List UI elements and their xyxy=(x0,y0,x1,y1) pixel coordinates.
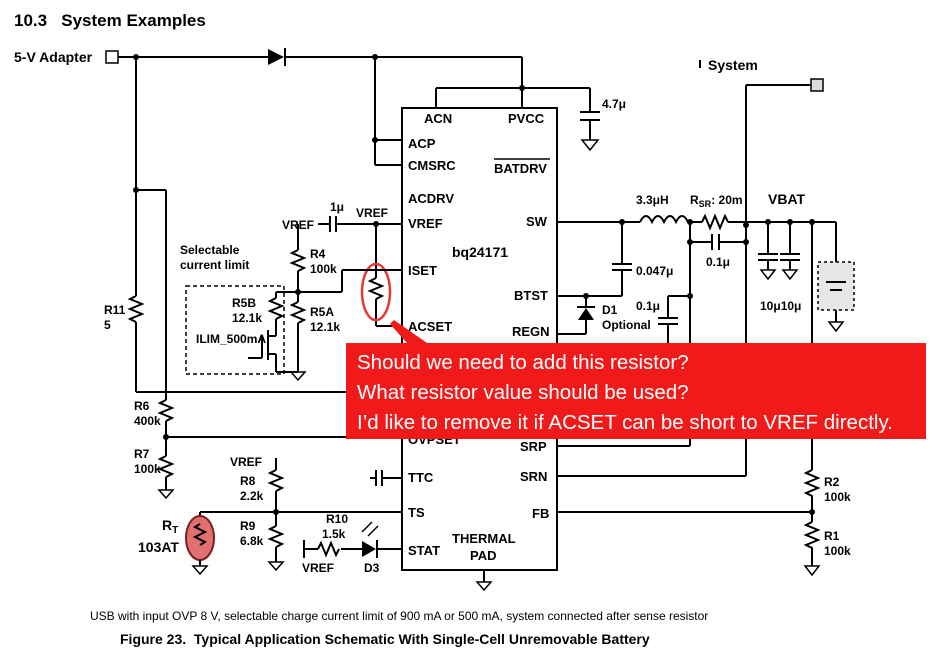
r9-label: R9 xyxy=(240,519,256,533)
r5b-value: 12.1k xyxy=(232,311,262,325)
d3-led xyxy=(362,541,376,557)
pin-btst: BTST xyxy=(514,288,548,303)
figure-title: Figure 23. Typical Application Schematic… xyxy=(120,631,650,647)
adapter-terminal xyxy=(105,50,119,64)
r10-value: 1.5k xyxy=(322,527,346,541)
caption: USB with input OVP 8 V, selectable charg… xyxy=(90,609,708,623)
pin-vref: VREF xyxy=(408,216,443,231)
vref-label-net: VREF xyxy=(356,206,388,220)
rsr-label: RSR: 20m xyxy=(690,193,743,209)
r5b-label: R5B xyxy=(232,296,256,310)
section-title: 10.3 System Examples xyxy=(14,11,206,30)
r5a-label: R5A xyxy=(310,305,334,319)
pin-regn: REGN xyxy=(512,324,550,339)
current-limit-label: current limit xyxy=(180,258,249,272)
r2-value: 100k xyxy=(824,490,851,504)
r2-resistor xyxy=(803,469,821,500)
d1-diode xyxy=(578,308,594,320)
pin-iset: ISET xyxy=(408,263,437,278)
r8-value: 2.2k xyxy=(240,489,264,503)
d1-label: D1 xyxy=(602,303,618,317)
r6-value: 400k xyxy=(134,414,161,428)
d1-note: Optional xyxy=(602,318,651,332)
inductor xyxy=(639,215,689,225)
thermistor xyxy=(185,515,215,561)
r11-value: 5 xyxy=(104,318,111,332)
thermal-pad-label-2: PAD xyxy=(470,548,496,563)
r5a-value: 12.1k xyxy=(310,320,340,334)
pin-acn: ACN xyxy=(424,111,452,126)
ic-body xyxy=(401,107,558,571)
r10-label: R10 xyxy=(326,512,348,526)
pin-fb: FB xyxy=(532,506,549,521)
r8-resistor xyxy=(267,469,285,492)
pin-acdrv: ACDRV xyxy=(408,191,454,206)
pin-cmsrc: CMSRC xyxy=(408,158,456,173)
thermal-pad-label-1: THERMAL xyxy=(452,531,516,546)
system-terminal xyxy=(810,78,824,92)
ilim-switch-box xyxy=(185,285,285,375)
vbat-label: VBAT xyxy=(768,191,806,207)
c-srp-value: 0.1μ xyxy=(706,255,730,269)
r4-value: 100k xyxy=(310,262,337,276)
pin-acp: ACP xyxy=(408,136,436,151)
r9-resistor xyxy=(267,525,285,548)
c-regn-value: 0.1μ xyxy=(636,299,660,313)
pin-sw: SW xyxy=(526,214,548,229)
r7-resistor xyxy=(157,455,175,478)
inductor-value: 3.3μH xyxy=(636,193,669,207)
vref-label-stat: VREF xyxy=(302,561,334,575)
pin-stat: STAT xyxy=(408,543,440,558)
rsr-resistor xyxy=(701,213,729,231)
rt-value: 103AT xyxy=(138,539,179,555)
callout-line-3: I’d like to remove it if ACSET can be sh… xyxy=(357,411,893,434)
question-callout: Should we need to add this resistor? Wha… xyxy=(346,343,926,439)
r1-resistor xyxy=(803,521,821,554)
selectable-label: Selectable xyxy=(180,243,240,257)
pin-ts: TS xyxy=(408,505,425,520)
battery-box xyxy=(817,261,855,311)
ilim-label: ILIM_500mA xyxy=(196,332,266,346)
r7-value: 100k xyxy=(134,462,161,476)
adapter-label: 5-V Adapter xyxy=(14,49,93,65)
r8-label: R8 xyxy=(240,474,256,488)
pin-srp: SRP xyxy=(520,439,547,454)
r10-resistor xyxy=(317,540,340,558)
acset-highlight-ring xyxy=(360,262,392,322)
r1-value: 100k xyxy=(824,544,851,558)
r5a-resistor xyxy=(289,301,307,324)
r9-value: 6.8k xyxy=(240,534,264,548)
callout-line-2: What resistor value should be used? xyxy=(357,381,689,404)
vref-label-ts: VREF xyxy=(230,455,262,469)
pin-batdrv: BATDRV xyxy=(494,161,547,176)
r11-label: R11 xyxy=(104,303,126,317)
pin-acset: ACSET xyxy=(408,319,452,334)
r2-label: R2 xyxy=(824,475,840,489)
pin-pvcc: PVCC xyxy=(508,111,545,126)
system-label: System xyxy=(708,57,758,73)
r4-label: R4 xyxy=(310,247,326,261)
r7-label: R7 xyxy=(134,447,150,461)
r4-resistor xyxy=(289,249,307,272)
acset-resistor xyxy=(367,277,385,300)
pin-srn: SRN xyxy=(520,469,547,484)
pin-ttc: TTC xyxy=(408,470,434,485)
callout-line-1: Should we need to add this resistor? xyxy=(357,351,689,374)
ic-name: bq24171 xyxy=(452,244,508,260)
c-btst-value: 0.047μ xyxy=(636,264,673,278)
r1-label: R1 xyxy=(824,529,840,543)
c-pvcc-value: 4.7μ xyxy=(602,97,626,111)
r6-resistor xyxy=(157,399,175,422)
r5b-resistor xyxy=(267,297,285,320)
c-vbat-values: 10μ10μ xyxy=(760,299,801,313)
d3-label: D3 xyxy=(364,561,380,575)
rt-label: RT xyxy=(162,517,178,536)
r11-resistor xyxy=(127,295,145,323)
c-vref-value: 1μ xyxy=(330,200,344,214)
r6-label: R6 xyxy=(134,399,150,413)
input-diode xyxy=(268,49,284,65)
